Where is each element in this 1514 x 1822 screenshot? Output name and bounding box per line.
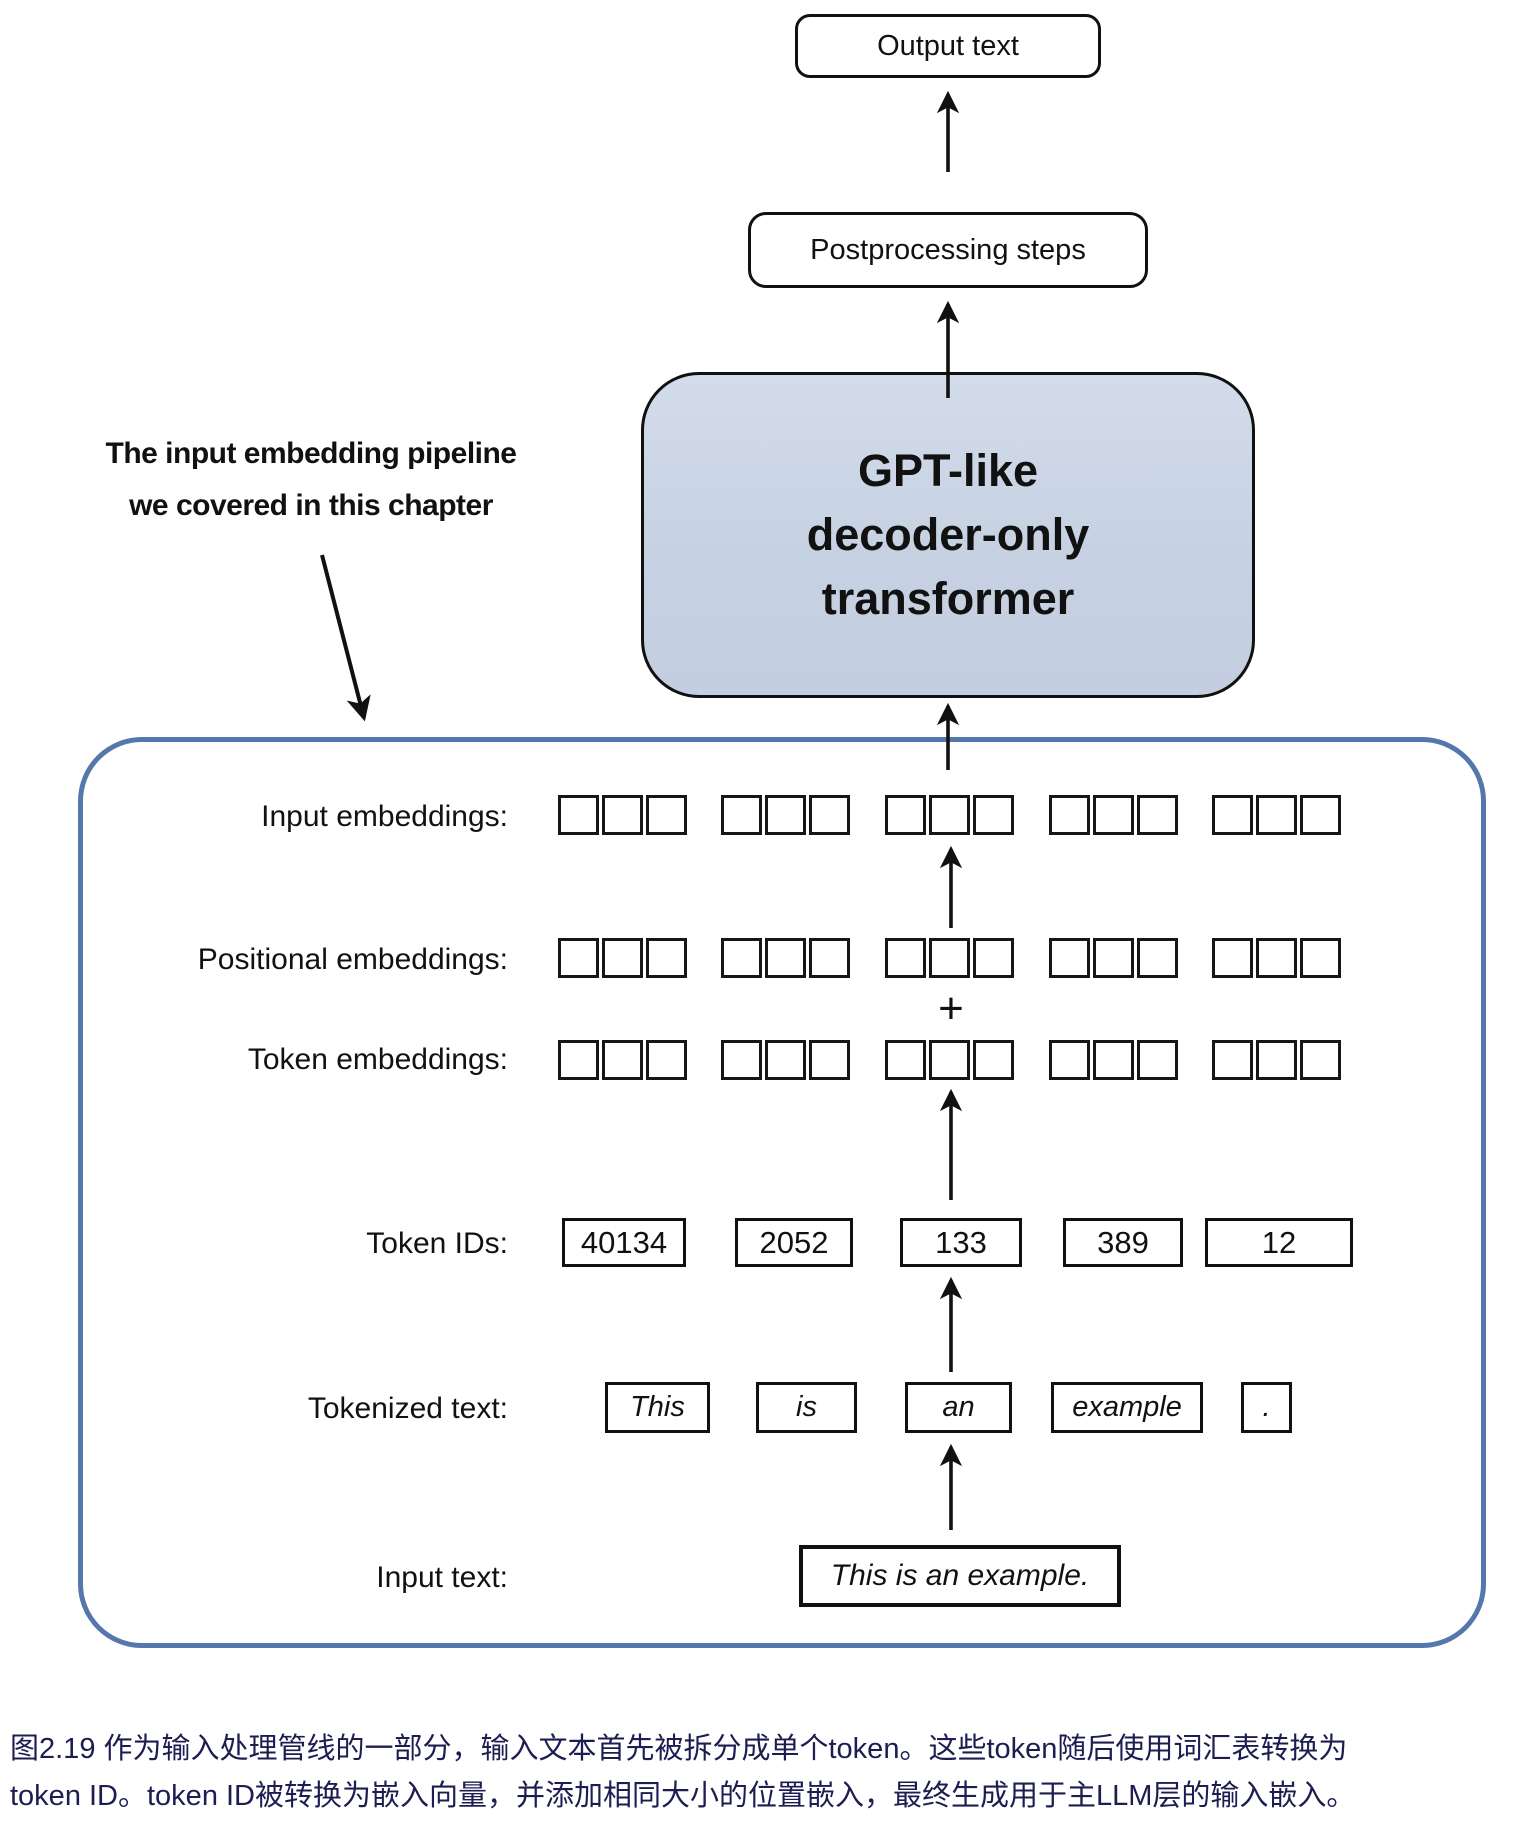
- embedding-cell: [1093, 795, 1134, 835]
- embedding-cell: [721, 795, 762, 835]
- gpt-box-line-3: transformer: [821, 573, 1075, 624]
- embedding-vector-group: [885, 938, 1014, 978]
- embedding-cell: [1256, 1040, 1297, 1080]
- embedding-cell: [929, 795, 970, 835]
- embedding-cell: [721, 1040, 762, 1080]
- embedding-cell: [558, 938, 599, 978]
- annotation-pointer-arrow: [320, 554, 371, 722]
- embedding-cell: [558, 795, 599, 835]
- embedding-vector-group: [721, 795, 850, 835]
- embedding-cell: [765, 938, 806, 978]
- embedding-vector-group: [1049, 938, 1178, 978]
- output-text-label: Output text: [877, 29, 1019, 62]
- embedding-cell: [809, 938, 850, 978]
- embedding-vector-group: [885, 1040, 1014, 1080]
- postprocessing-steps-box: Postprocessing steps: [748, 212, 1148, 288]
- annotation-line-2: we covered in this chapter: [129, 489, 493, 522]
- embedding-cell: [929, 938, 970, 978]
- embedding-vector-group: [885, 795, 1014, 835]
- token-box: example: [1051, 1382, 1203, 1433]
- embedding-cell: [1300, 1040, 1341, 1080]
- embedding-cell: [973, 1040, 1014, 1080]
- embedding-cell: [885, 938, 926, 978]
- embedding-cell: [885, 1040, 926, 1080]
- embedding-cell: [1212, 795, 1253, 835]
- embedding-vector-group: [1049, 795, 1178, 835]
- embedding-cell: [929, 1040, 970, 1080]
- token-ids-label: Token IDs:: [366, 1227, 508, 1260]
- token-box: an: [905, 1382, 1012, 1433]
- caption-line-2: token ID。token ID被转换为嵌入向量，并添加相同大小的位置嵌入，最…: [10, 1780, 1356, 1812]
- gpt-box-line-1: GPT-like: [857, 445, 1039, 496]
- embedding-cell: [1300, 795, 1341, 835]
- embedding-vector-group: [721, 938, 850, 978]
- embedding-cell: [809, 1040, 850, 1080]
- input-text-value: This is an example.: [830, 1559, 1090, 1592]
- embedding-vector-group: [721, 1040, 850, 1080]
- embedding-cell: [885, 795, 926, 835]
- token-id-box: 133: [900, 1218, 1022, 1267]
- plus-operator: +: [938, 984, 964, 1033]
- embedding-cell: [1256, 938, 1297, 978]
- embedding-cell: [602, 938, 643, 978]
- token-id-box: 12: [1205, 1218, 1353, 1267]
- embedding-cell: [1212, 938, 1253, 978]
- embedding-cell: [1212, 1040, 1253, 1080]
- gpt-transformer-box: GPT-like decoder-only transformer: [641, 372, 1255, 698]
- annotation-line-1: The input embedding pipeline: [105, 437, 518, 470]
- token-id-box: 40134: [562, 1218, 686, 1267]
- embedding-cell: [765, 1040, 806, 1080]
- figure-caption: 图2.19 作为输入处理管线的一部分，输入文本首先被拆分成单个token。这些t…: [10, 1726, 1510, 1820]
- embedding-cell: [1049, 1040, 1090, 1080]
- token-box: is: [756, 1382, 857, 1433]
- token-id-box: 2052: [735, 1218, 853, 1267]
- embedding-vector-group: [558, 938, 687, 978]
- embedding-cell: [765, 795, 806, 835]
- embedding-cell: [973, 938, 1014, 978]
- embedding-cell: [1137, 795, 1178, 835]
- embedding-vector-group: [1212, 795, 1341, 835]
- embedding-cell: [809, 795, 850, 835]
- embedding-cell: [973, 795, 1014, 835]
- embedding-cell: [646, 938, 687, 978]
- embedding-vector-group: [558, 795, 687, 835]
- output-text-box: Output text: [795, 14, 1101, 78]
- token-embeddings-label: Token embeddings:: [247, 1043, 508, 1076]
- embedding-cell: [1137, 938, 1178, 978]
- postprocessing-steps-label: Postprocessing steps: [810, 233, 1086, 266]
- token-id-box: 389: [1063, 1218, 1183, 1267]
- input-embedding-pipeline-container: [78, 737, 1486, 1648]
- embedding-cell: [721, 938, 762, 978]
- embedding-vector-group: [1049, 1040, 1178, 1080]
- embedding-cell: [1137, 1040, 1178, 1080]
- embedding-cell: [1049, 938, 1090, 978]
- embedding-cell: [1256, 795, 1297, 835]
- caption-line-1: 图2.19 作为输入处理管线的一部分，输入文本首先被拆分成单个token。这些t…: [10, 1733, 1348, 1765]
- annotation-note: The input embedding pipeline we covered …: [85, 428, 537, 532]
- embedding-cell: [1093, 938, 1134, 978]
- embedding-cell: [1093, 1040, 1134, 1080]
- input-embeddings-label: Input embeddings:: [261, 800, 508, 833]
- input-text-box: This is an example.: [799, 1545, 1121, 1607]
- embedding-vector-group: [1212, 1040, 1341, 1080]
- tokenized-text-label: Tokenized text:: [307, 1392, 508, 1425]
- embedding-cell: [1049, 795, 1090, 835]
- embedding-cell: [558, 1040, 599, 1080]
- embedding-cell: [1300, 938, 1341, 978]
- input-text-label: Input text:: [376, 1561, 508, 1594]
- gpt-box-line-2: decoder-only: [806, 509, 1090, 560]
- embedding-cell: [646, 795, 687, 835]
- embedding-vector-group: [1212, 938, 1341, 978]
- token-box: This: [605, 1382, 710, 1433]
- embedding-vector-group: [558, 1040, 687, 1080]
- embedding-cell: [646, 1040, 687, 1080]
- embedding-cell: [602, 795, 643, 835]
- embedding-cell: [602, 1040, 643, 1080]
- token-box: .: [1241, 1382, 1292, 1433]
- positional-embeddings-label: Positional embeddings:: [197, 943, 508, 976]
